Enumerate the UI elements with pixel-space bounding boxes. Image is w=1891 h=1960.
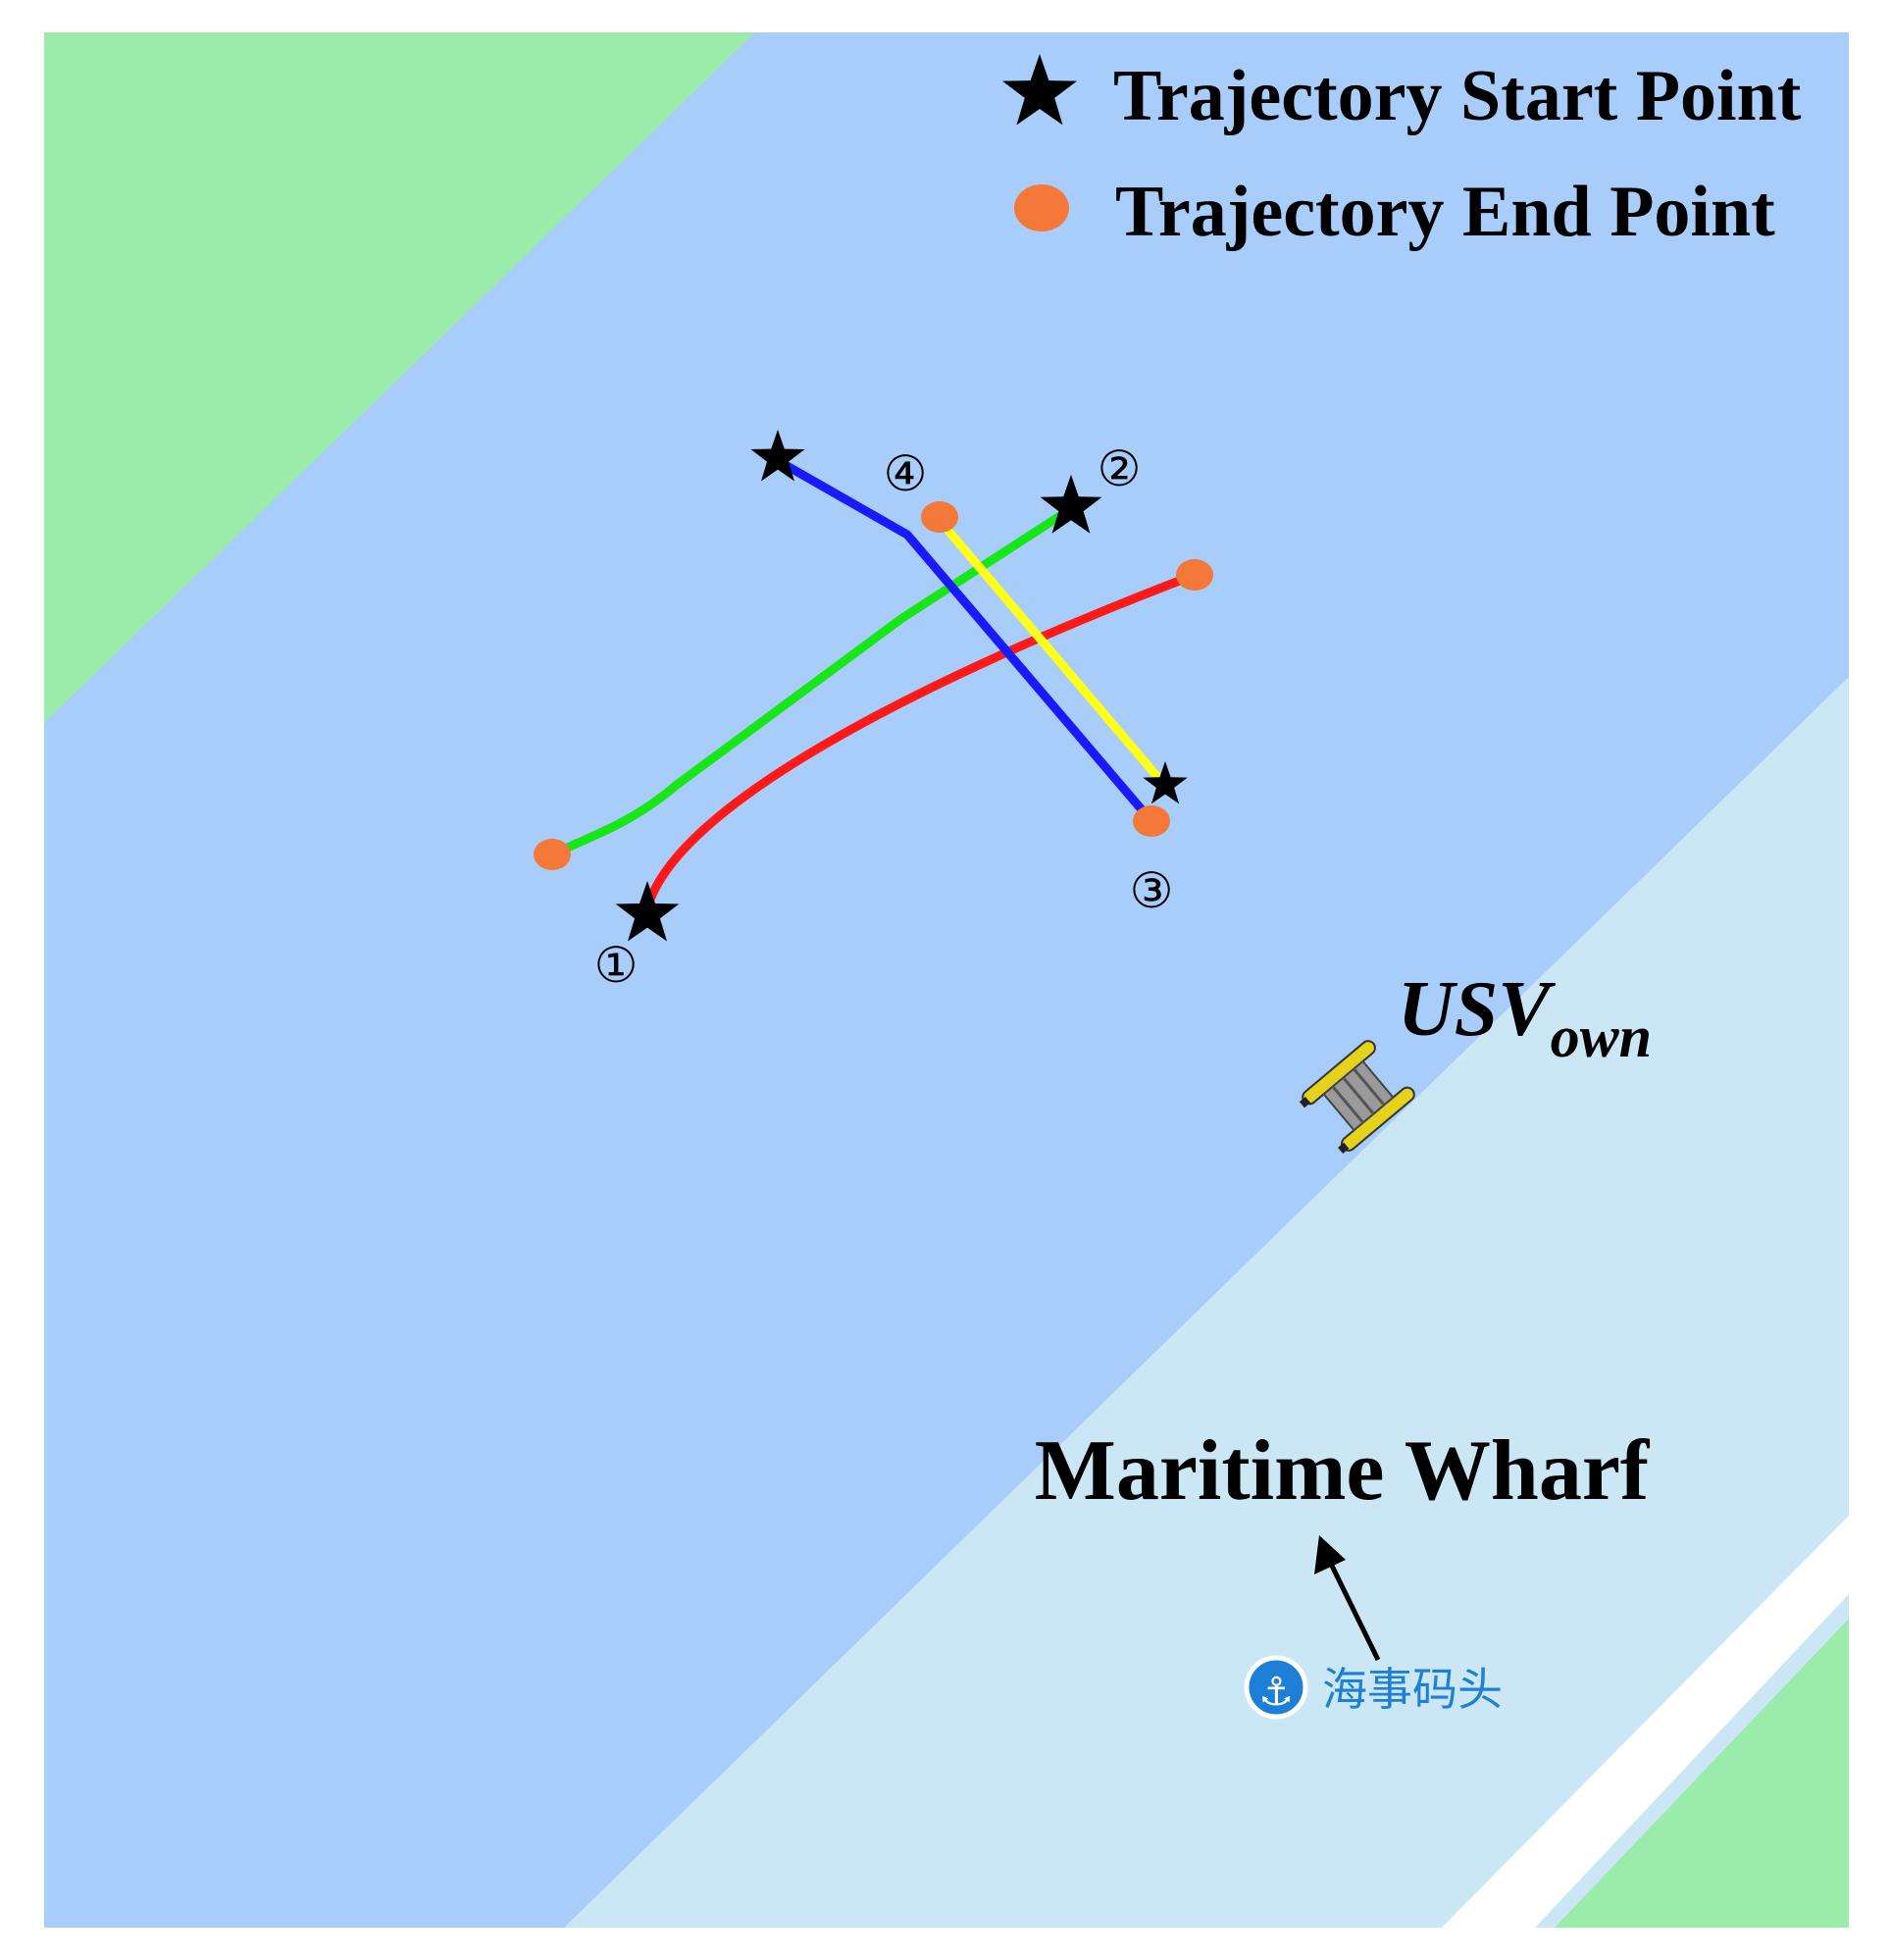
trajectory-4-label: ④ (884, 446, 928, 501)
usv-label-sub: own (1551, 1005, 1652, 1069)
trajectory-2-path (547, 503, 1077, 859)
trajectory-2-start-icon (1040, 475, 1102, 534)
legend-start-label: Trajectory Start Point (1113, 56, 1802, 136)
trajectory-4-path (772, 455, 1156, 826)
legend-end-circle-icon (1014, 184, 1069, 232)
trajectory-1-start-icon (615, 881, 680, 942)
legend-start-star-icon (1002, 54, 1077, 126)
trajectory-3-path (932, 512, 1169, 790)
trajectory-1-end-icon (1176, 559, 1213, 591)
trajectory-2-label: ② (1098, 441, 1142, 496)
start-markers (615, 430, 1188, 942)
usv-own-boat-icon (1299, 1040, 1415, 1154)
land-corner (1555, 1619, 1849, 1928)
trajectory-4-end-icon (1133, 805, 1170, 837)
road (1442, 1516, 1849, 1928)
map-background (44, 32, 1849, 1928)
wharf-arrow (1314, 1535, 1381, 1662)
trajectory-3-end-icon (921, 501, 958, 533)
trajectory-2-end-icon (534, 839, 571, 870)
anchor-icon: ⚓ (1244, 1655, 1308, 1720)
trajectory-3-start-icon (1143, 761, 1188, 804)
svg-text:⚓: ⚓ (1258, 1670, 1294, 1715)
trajectory-1-label: ① (594, 938, 639, 993)
end-markers (534, 501, 1213, 870)
wharf-label: Maritime Wharf (1035, 1423, 1651, 1519)
legend: Trajectory Start Point Trajectory End Po… (1002, 54, 1802, 252)
trajectory-3-label: ③ (1130, 863, 1174, 918)
trajectory-1-path (645, 570, 1200, 904)
trajectory-labels: ① ② ③ ④ (594, 441, 1174, 993)
trajectories (547, 455, 1200, 904)
usv-label-main: USV (1398, 966, 1556, 1053)
trajectory-4-start-icon (750, 430, 805, 482)
usv-own-label: USVown (1398, 966, 1652, 1069)
shore-area (564, 677, 1849, 1928)
legend-end-label: Trajectory End Point (1115, 172, 1775, 252)
wharf-poi-label: 海事码头 (1322, 1663, 1503, 1716)
